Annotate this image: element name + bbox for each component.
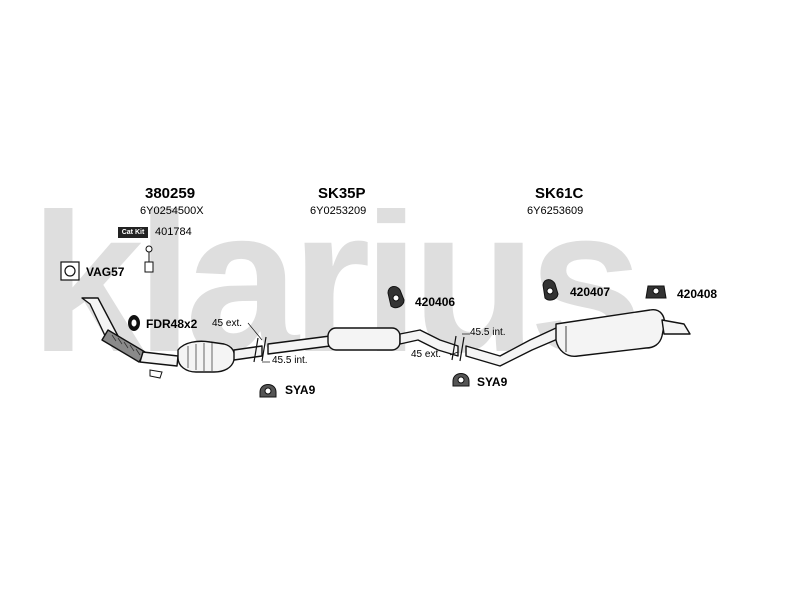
- joint2-mark-b: [459, 336, 465, 362]
- joint1-mark-b: [261, 336, 267, 362]
- joint2-mark-a: [451, 335, 457, 361]
- joint2-ext-note: 45 ext.: [411, 349, 442, 360]
- section-sub-380259: 6Y0254500X: [140, 205, 204, 217]
- section-sub-sk35p: 6Y0253209: [310, 205, 367, 217]
- flex-texture: [111, 334, 141, 356]
- tail-tip: [661, 319, 691, 335]
- centre-pipe-front: [267, 335, 331, 355]
- hanger-icon-1: [259, 384, 277, 398]
- gasket-label: VAG57: [86, 265, 125, 279]
- joint1-int-note: 45.5 int.: [272, 355, 308, 366]
- hanger-icon-2: [452, 373, 470, 387]
- front-pipe-2: [139, 351, 179, 367]
- mount-label-420406: 420406: [415, 295, 456, 309]
- cat-kit-number: 401784: [155, 226, 192, 238]
- mount-icon-420406: [387, 285, 405, 309]
- sensor-icon: [144, 245, 154, 273]
- flange-label: FDR48x2: [146, 317, 198, 331]
- rear-silencer: [555, 309, 666, 357]
- gasket-icon: [60, 261, 80, 281]
- middle-silencer: [327, 327, 401, 351]
- mount-label-420407: 420407: [570, 285, 611, 299]
- mount-icon-420407: [542, 279, 559, 301]
- section-sub-sk61c: 6Y6253609: [527, 205, 584, 217]
- joint1-mark-a: [253, 337, 259, 363]
- hanger-label-2: SYA9: [477, 375, 508, 389]
- centre-pipe-rear: [399, 329, 459, 357]
- section-title-380259: 380259: [145, 185, 196, 202]
- mount-label-420408: 420408: [677, 287, 718, 301]
- mount-icon-420408: [645, 285, 667, 299]
- flex-section: [101, 329, 146, 363]
- cat-outlet-pipe: [233, 345, 263, 361]
- section-title-sk35p: SK35P: [318, 185, 366, 202]
- section-title-sk61c: SK61C: [535, 185, 584, 202]
- joint2-int-note: 45.5 int.: [470, 327, 506, 338]
- catalytic-converter: [177, 340, 236, 373]
- flange-icon: [128, 315, 140, 331]
- joint1-ext-note: 45 ext.: [212, 318, 243, 329]
- clamp-icon: [149, 369, 163, 379]
- cat-kit-badge: Cat Kit: [118, 227, 148, 238]
- hanger-label-1: SYA9: [285, 383, 316, 397]
